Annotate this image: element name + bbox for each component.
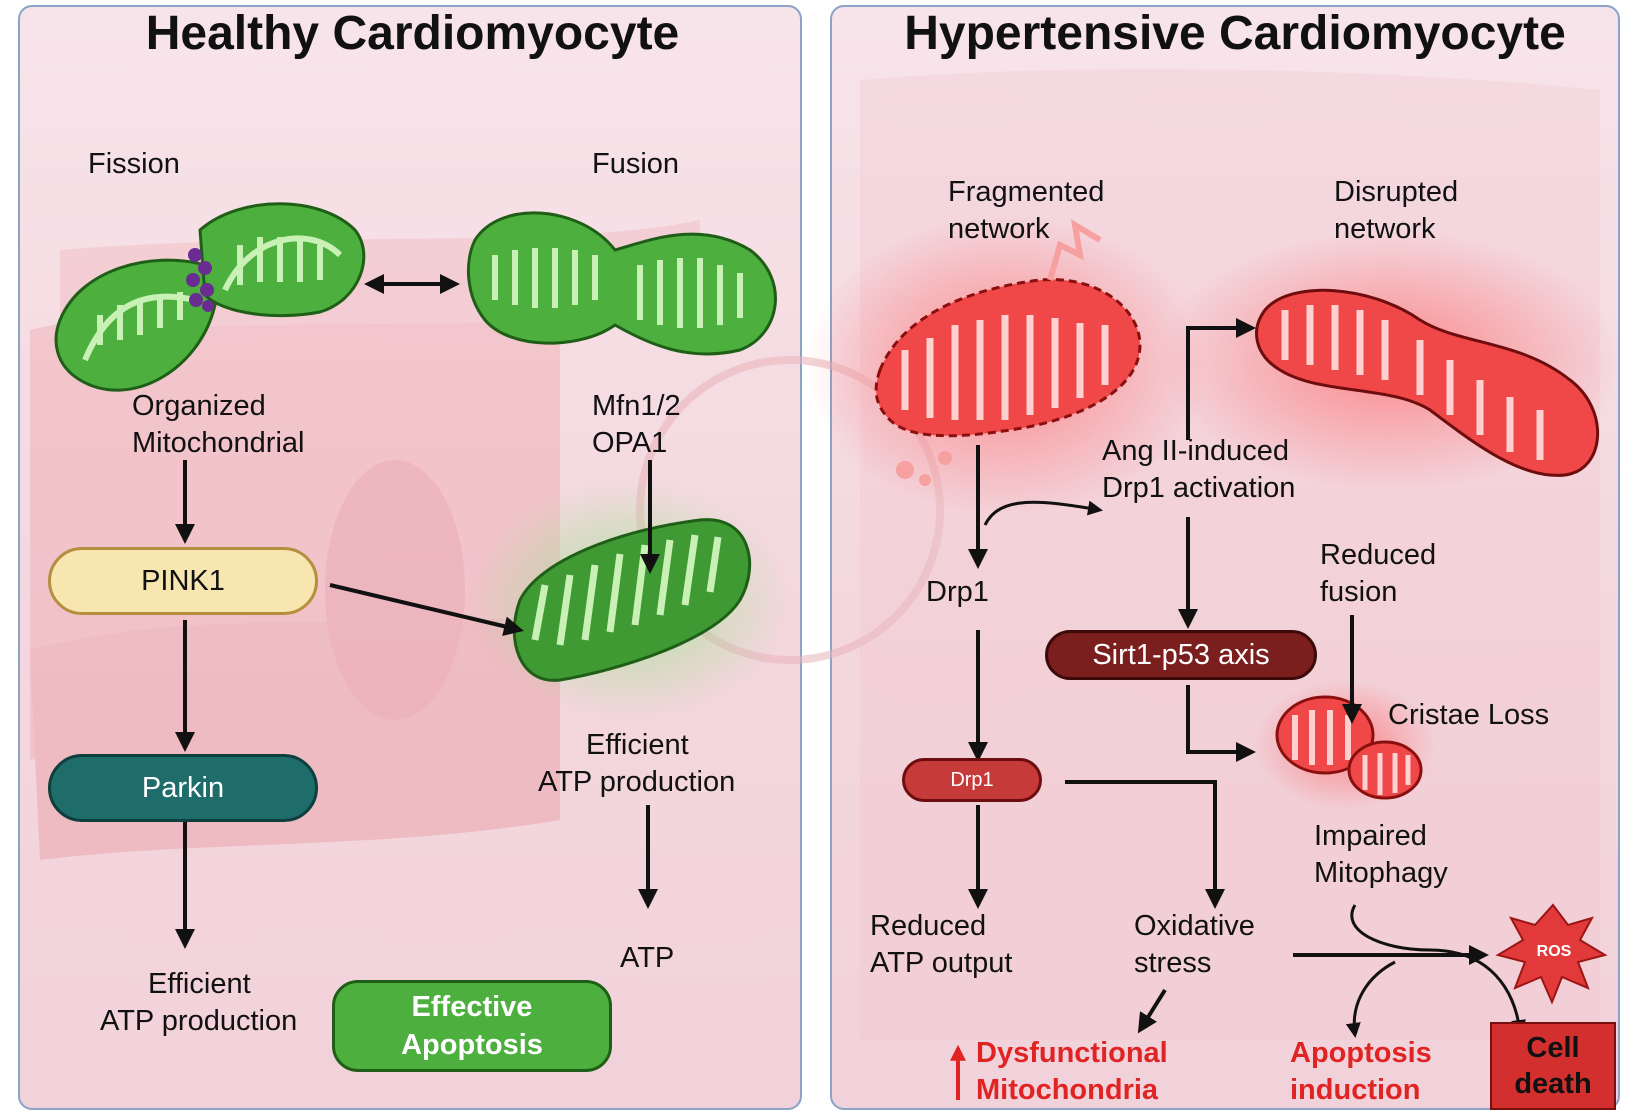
drp1-pill-label: Drp1 — [950, 768, 994, 791]
reduced-atp-2: ATP output — [870, 947, 1013, 979]
mfn-label-1: Mfn1/2 — [592, 390, 681, 422]
healthy-mitochondrion — [512, 518, 752, 682]
pink1-box: PINK1 — [48, 547, 318, 615]
dysfunctional-2: Mitochondria — [976, 1074, 1159, 1106]
disrupted-label-1: Disrupted — [1334, 176, 1459, 208]
ros-burst-icon — [1495, 903, 1608, 1005]
healthy-title: Healthy Cardiomyocyte — [145, 7, 680, 60]
fusion-mitochondria — [466, 211, 777, 356]
fragmented-label-1: Fragmented — [948, 176, 1105, 208]
sirt-to-cristae-arrow — [1186, 685, 1256, 762]
reduced-atp-1: Reduced — [870, 910, 987, 942]
hypertensive-panel — [830, 5, 1620, 1110]
efficient-right-2: ATP production — [538, 766, 736, 798]
parkin-box: Parkin — [48, 754, 318, 822]
effective-apoptosis-line1: Effective — [411, 991, 533, 1023]
efficient-left-1: Efficient — [148, 968, 251, 1000]
disrupted-label-2: network — [1334, 213, 1436, 245]
drp1-ring-cluster — [186, 248, 214, 312]
impaired-label-2: Mitophagy — [1314, 857, 1448, 889]
disrupted-mitochondrion — [1255, 288, 1600, 477]
fission-mitochondria — [54, 202, 366, 392]
efficient-left-2: ATP production — [100, 1005, 298, 1037]
cell-death-box: Cell death — [1490, 1022, 1616, 1110]
effective-apoptosis-line2: Apoptosis — [401, 1029, 543, 1061]
angii-label-1: Ang II-induced — [1102, 435, 1290, 467]
fragmented-to-angii-arrow — [983, 500, 1103, 526]
pill-to-oxidative-arrow — [1065, 780, 1225, 909]
angii-to-disrupted-arrow — [1186, 318, 1256, 440]
pink1-to-mito-arrow — [329, 583, 524, 637]
cell-death-line2: death — [1514, 1068, 1592, 1100]
fragmented-mitochondrion — [874, 219, 1142, 486]
sirt-label: Sirt1-p53 axis — [1092, 638, 1270, 671]
cell-death-line1: Cell — [1526, 1032, 1580, 1064]
sirt-box: Sirt1-p53 axis — [1045, 630, 1317, 680]
mitophagy-to-death-arrow — [1350, 904, 1527, 1035]
efficient-right-1: Efficient — [586, 729, 689, 761]
oxidative-to-dysfunctional-arrow — [1137, 988, 1167, 1034]
drp1-pill: Drp1 — [902, 758, 1042, 802]
cristae-label: Cristae Loss — [1388, 699, 1550, 731]
fission-label: Fission — [88, 148, 180, 180]
angii-label-2: Drp1 activation — [1102, 472, 1296, 504]
hypertensive-title: Hypertensive Cardiomyocyte — [904, 7, 1566, 60]
to-apoptosis-arrow — [1345, 960, 1396, 1038]
parkin-label: Parkin — [141, 771, 225, 804]
impaired-label-1: Impaired — [1314, 820, 1427, 852]
drp1-label: Drp1 — [926, 576, 989, 608]
organized-label-1: Organized — [132, 390, 266, 422]
oxidative-1: Oxidative — [1134, 910, 1255, 942]
fragmented-label-2: network — [948, 213, 1050, 245]
organized-label-2: Mitochondrial — [132, 427, 305, 459]
reduced-fusion-2: fusion — [1320, 576, 1398, 608]
oxidative-2: stress — [1134, 947, 1212, 979]
mfn-label-2: OPA1 — [592, 427, 668, 459]
atp-label: ATP — [620, 942, 675, 974]
dysfunctional-1: Dysfunctional — [976, 1037, 1168, 1069]
effective-apoptosis-box: Effective Apoptosis — [332, 980, 612, 1072]
apoptosis-induction-1: Apoptosis — [1290, 1037, 1432, 1069]
fusion-label: Fusion — [592, 148, 680, 180]
ros-label: ROS — [1536, 943, 1572, 960]
reduced-fusion-1: Reduced — [1320, 539, 1437, 571]
pink1-label: PINK1 — [141, 564, 225, 597]
apoptosis-induction-2: induction — [1290, 1074, 1421, 1106]
